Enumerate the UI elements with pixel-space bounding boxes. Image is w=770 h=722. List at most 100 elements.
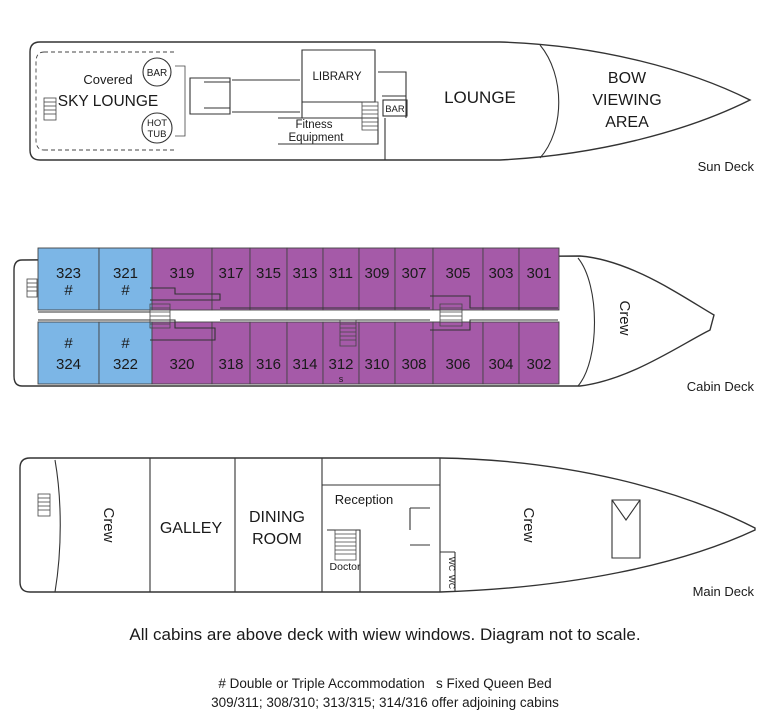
sun-deck-stairs [361, 101, 379, 131]
galley-label: GALLEY [160, 520, 223, 537]
cabin-number-318: 318 [218, 356, 243, 373]
cabin-313 [286, 247, 324, 311]
legend-double: # Double or Triple Accommodation [218, 676, 425, 691]
wc-label-1: WC [447, 557, 457, 571]
sun-deck-name: Sun Deck [698, 159, 755, 174]
cabin-306 [432, 321, 484, 385]
cabin-322 [98, 321, 153, 385]
cabin-number-317: 317 [218, 265, 243, 282]
covered-label: Covered [83, 72, 132, 87]
sun-deck: Covered SKY LOUNGE BAR HOT TUB LIBRARY F… [29, 41, 755, 174]
cabin-number-321: 321 [113, 265, 138, 282]
reception-label: Reception [335, 492, 394, 507]
main-deck-hull [19, 457, 756, 593]
cabin-308 [394, 321, 434, 385]
sky-lounge-label: SKY LOUNGE [58, 93, 159, 110]
cabin-310 [358, 321, 396, 385]
cabin-number-307: 307 [401, 265, 426, 282]
cabin-number-319: 319 [169, 265, 194, 282]
cabin-number-315: 315 [256, 265, 281, 282]
vent-grille [43, 97, 57, 121]
viewing-label: VIEWING [592, 92, 661, 109]
cabin-number-304: 304 [488, 356, 513, 373]
crew-area-divider [577, 257, 596, 387]
bar-box [382, 99, 408, 117]
cabin-number-323: 323 [56, 265, 81, 282]
cabin-315 [249, 247, 288, 311]
cabin-number-314: 314 [292, 356, 317, 373]
cabin-323 [37, 247, 100, 311]
double-marker-321: # [121, 282, 130, 299]
cabin-311 [322, 247, 360, 311]
cabin-number-309: 309 [364, 265, 389, 282]
legend-queen: s Fixed Queen Bed [436, 676, 552, 691]
cabin-number-310: 310 [364, 356, 389, 373]
cabin-305 [432, 247, 484, 311]
room-label: ROOM [252, 531, 302, 548]
sun-deck-hull [29, 41, 752, 161]
tub-label: TUB [148, 129, 167, 140]
cabin-316 [249, 321, 288, 385]
cabin-number-320: 320 [169, 356, 194, 373]
cabin-302 [518, 321, 560, 385]
cabin-number-306: 306 [445, 356, 470, 373]
equipment-label: Equipment [289, 132, 345, 144]
area-label: AREA [605, 114, 649, 131]
bar-label-aft: BAR [147, 68, 168, 79]
cabin-309 [358, 247, 396, 311]
main-deck-name: Main Deck [693, 584, 755, 599]
doctor-label: Doctor [330, 561, 361, 573]
cabin-324 [37, 321, 100, 385]
cabin-deck-name: Cabin Deck [687, 379, 755, 394]
crew-label-aft: Crew [100, 507, 117, 542]
double-marker-322: # [121, 335, 130, 352]
dining-label: DINING [249, 509, 305, 526]
cabin-314 [286, 321, 324, 385]
bow-structure [611, 499, 641, 559]
cabin-number-302: 302 [526, 356, 551, 373]
crew-label-cabin: Crew [616, 300, 633, 335]
bar-circle [142, 57, 172, 87]
cabin-301 [518, 247, 560, 311]
crew-label-fwd: Crew [520, 507, 537, 542]
lounge-label: LOUNGE [444, 88, 516, 107]
sun-deck-outline [35, 51, 175, 151]
main-deck-walls [54, 458, 456, 593]
bow-label: BOW [608, 70, 647, 87]
wc-label-2: WC [447, 575, 457, 589]
cabin-number-313: 313 [292, 265, 317, 282]
main-deck: Crew GALLEY DINING ROOM Reception Doctor… [19, 457, 756, 599]
cabin-number-303: 303 [488, 265, 513, 282]
cabin-320 [151, 321, 213, 385]
cabin-304 [482, 321, 520, 385]
queen-marker-312: s [339, 374, 344, 384]
cabin-number-301: 301 [526, 265, 551, 282]
cabin-number-311: 311 [329, 265, 353, 282]
corridor-walls [38, 287, 558, 341]
double-marker-323: # [64, 282, 73, 299]
cabin-number-305: 305 [445, 265, 470, 282]
cabin-number-316: 316 [256, 356, 281, 373]
lounge-bow-divider [539, 44, 560, 159]
cabin-307 [394, 247, 434, 311]
cabin-number-312: 312 [328, 356, 353, 373]
library-label: LIBRARY [312, 71, 361, 83]
cabin-number-322: 322 [113, 356, 138, 373]
fitness-label: Fitness [295, 119, 332, 131]
double-marker-324: # [64, 335, 73, 352]
vent-grille [26, 278, 38, 298]
cabin-deck-stairs [149, 303, 463, 347]
footer-legend: # Double or Triple Accommodation s Fixed… [0, 676, 770, 691]
bar-label-fwd: BAR [385, 104, 405, 115]
hot-tub-circle [141, 112, 173, 144]
footer-note: All cabins are above deck with wiew wind… [129, 625, 641, 644]
cabin-318 [211, 321, 251, 385]
vent-grille [37, 493, 51, 517]
footer-adjoining: 309/311; 308/310; 313/315; 314/316 offer… [211, 695, 559, 710]
cabin-number-308: 308 [401, 356, 426, 373]
cabin-number-324: 324 [56, 356, 81, 373]
hot-label: HOT [147, 118, 167, 129]
